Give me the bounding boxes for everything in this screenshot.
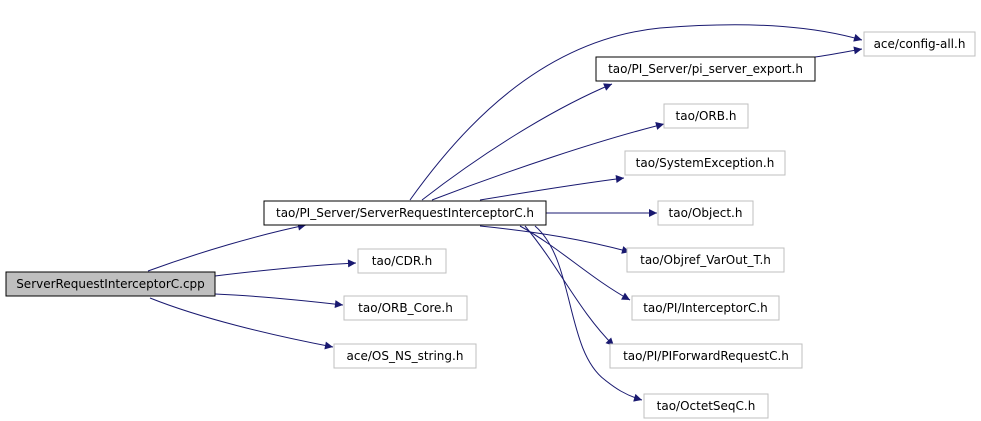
node-orb_h[interactable]: tao/ORB.h [663,103,749,129]
node-label: ace/OS_NS_string.h [347,349,464,363]
edge-sric_h-to-sysexc [479,175,625,201]
node-label: tao/ORB.h [676,109,737,123]
node-interceptorc[interactable]: tao/PI/InterceptorC.h [631,295,780,321]
node-label: tao/CDR.h [372,254,432,268]
node-label: tao/Object.h [669,206,743,220]
edges [147,24,863,402]
node-os_ns_string[interactable]: ace/OS_NS_string.h [333,343,477,369]
node-src[interactable]: ServerRequestInterceptorC.cpp [5,271,216,297]
node-config_all[interactable]: ace/config-all.h [863,31,976,57]
edge-sric_h-to-config_all [409,24,863,201]
node-label: tao/SystemException.h [636,156,775,170]
node-piforward[interactable]: tao/PI/PIForwardRequestC.h [609,343,803,369]
node-label: tao/PI/InterceptorC.h [643,301,768,315]
edge-sric_h-to-piforward [524,225,615,347]
node-octetseq[interactable]: tao/OctetSeqC.h [643,393,769,419]
node-pi_export[interactable]: tao/PI_Server/pi_server_export.h [595,56,816,82]
edge-sric_h-to-interceptorc [519,225,631,301]
node-object_h[interactable]: tao/Object.h [657,200,754,226]
edge-src-to-os_ns_string [149,297,334,350]
node-orb_core[interactable]: tao/ORB_Core.h [343,295,468,321]
node-label: ace/config-all.h [874,37,966,51]
edge-src-to-cdr_h [214,259,357,277]
edge-pi_export-to-config_all [814,46,863,58]
node-label: tao/PI_Server/ServerRequestInterceptorC.… [276,206,534,220]
node-label: tao/ORB_Core.h [358,301,453,315]
node-label: tao/PI_Server/pi_server_export.h [608,62,803,76]
edge-src-to-sric_h [147,222,307,272]
edge-sric_h-to-orb_h [431,122,665,201]
node-label: tao/Objref_VarOut_T.h [640,253,771,267]
edge-sric_h-to-pi_export [421,83,613,201]
node-objref[interactable]: tao/Objref_VarOut_T.h [626,247,785,273]
edge-sric_h-to-octetseq [534,225,643,402]
node-label: tao/PI/PIForwardRequestC.h [623,349,789,363]
node-label: ServerRequestInterceptorC.cpp [16,277,205,291]
edge-sric_h-to-objref [479,225,631,254]
node-sric_h[interactable]: tao/PI_Server/ServerRequestInterceptorC.… [263,200,547,226]
node-label: tao/OctetSeqC.h [657,399,756,413]
edge-src-to-orb_core [214,293,344,309]
node-sysexc[interactable]: tao/SystemException.h [624,150,786,176]
node-cdr_h[interactable]: tao/CDR.h [357,248,447,274]
